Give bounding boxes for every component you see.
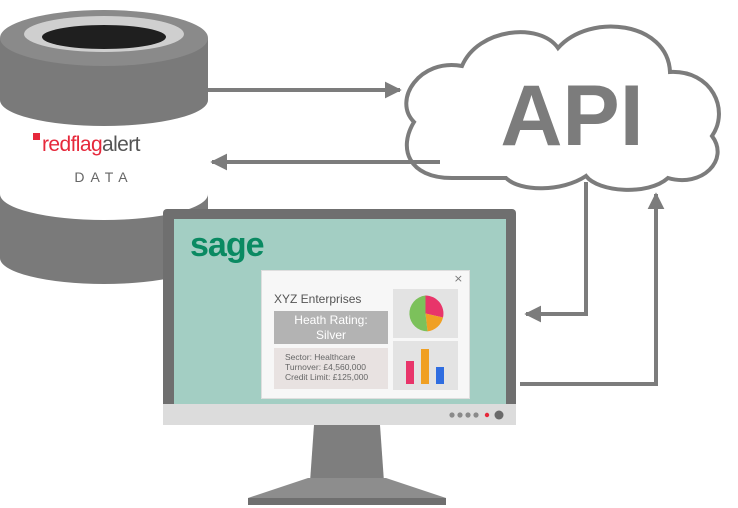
company-popup: × XYZ Enterprises Heath Rating: Silver S… (262, 271, 469, 398)
database-cylinder (0, 10, 208, 284)
arrow-monitor-to-api (520, 192, 665, 386)
monitor-buttons (449, 410, 504, 420)
pie-slice-orange (425, 313, 443, 332)
rating-label: Heath Rating: (294, 312, 368, 327)
svg-text:redflagalert: redflagalert (42, 133, 141, 156)
brand-part-red: red (42, 133, 71, 156)
api-cloud (404, 24, 721, 192)
bar-orange (421, 349, 429, 384)
database-subtitle: DATA (74, 169, 133, 185)
pie-slice-pink (425, 295, 444, 318)
monitor-base (248, 478, 446, 498)
brand-part-flag: flag (71, 133, 102, 156)
monitor-stand (310, 425, 384, 482)
power-button-icon (494, 410, 504, 420)
detail-sector: Sector: Healthcare (285, 352, 356, 362)
arrow-api-to-monitor (524, 182, 588, 323)
redflagalert-logo: redflagalert (33, 133, 141, 156)
health-rating-box: Heath Rating: Silver (274, 311, 388, 344)
pie-slice-green (409, 295, 428, 332)
pie-chart-panel (393, 289, 458, 338)
brand-part-alert: alert (102, 133, 141, 156)
arrows (208, 81, 665, 386)
bar-blue (436, 367, 444, 384)
power-led-icon (484, 412, 490, 418)
rating-value: Silver (315, 327, 346, 342)
company-name: XYZ Enterprises (274, 292, 362, 306)
bar-chart-panel (393, 341, 458, 390)
detail-turnover: Turnover: £4,560,000 (285, 362, 366, 372)
close-icon[interactable]: × (453, 272, 463, 285)
company-details: Sector: Healthcare Turnover: £4,560,000 … (274, 348, 388, 389)
sage-logo: sage (190, 226, 264, 264)
api-label: API (500, 68, 643, 164)
detail-credit-limit: Credit Limit: £125,000 (285, 372, 369, 382)
bar-pink (406, 361, 414, 384)
